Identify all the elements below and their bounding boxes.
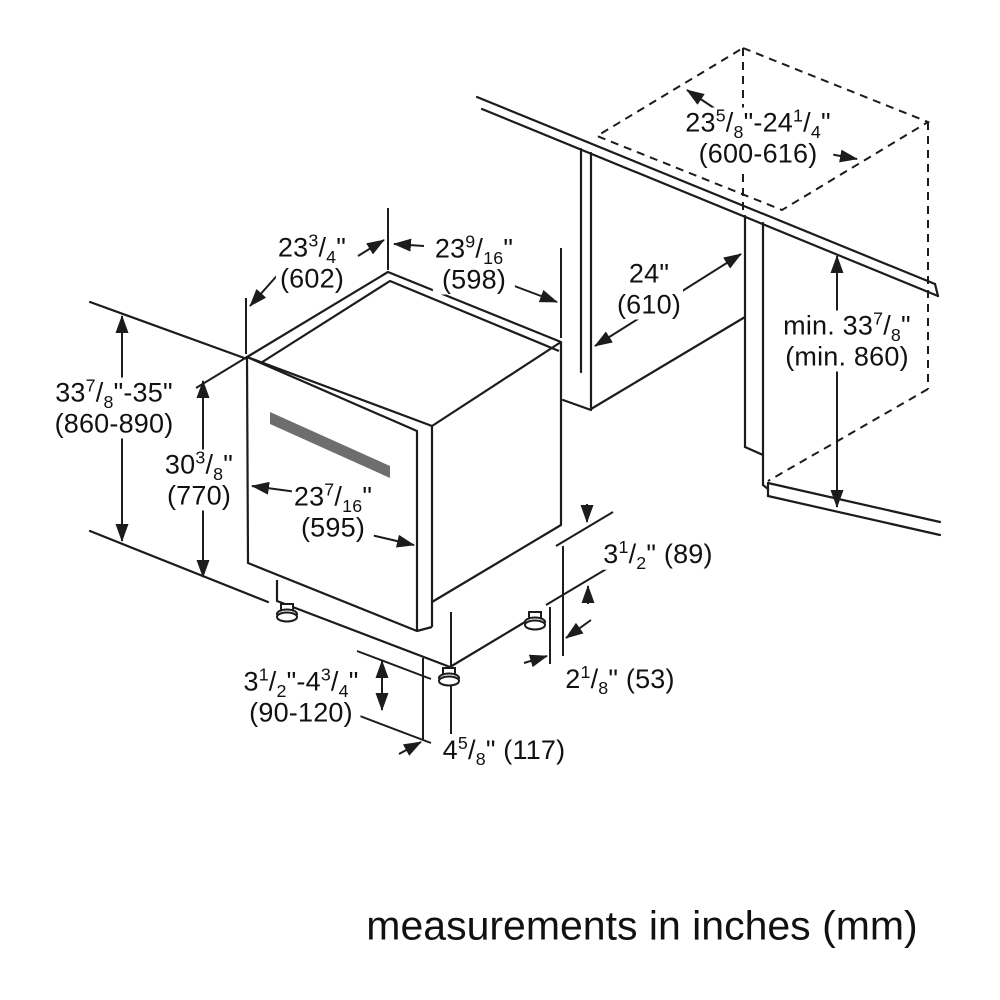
door-handle	[270, 412, 390, 478]
foot-front-right	[438, 667, 460, 687]
label-foot-depth: 45/8" (117)	[440, 732, 568, 770]
dim-top-width-right-b	[508, 283, 558, 303]
dim-top-width-right-a	[393, 238, 425, 252]
opening-top-outline	[594, 46, 931, 212]
label-opening-depth: 24" (610)	[614, 258, 684, 320]
dishwasher-top-lip	[255, 279, 560, 367]
foot-front-left	[276, 603, 298, 623]
countertop	[475, 95, 940, 298]
kitchen-structure	[88, 95, 942, 604]
dim-door-width-b	[370, 534, 415, 548]
foot-side-right	[524, 611, 546, 631]
label-counter-height: 337/8"-35" (860-890)	[52, 375, 176, 439]
dimension-lines	[115, 89, 858, 763]
label-top-width-right: 239/16" (598)	[432, 231, 516, 295]
label-dishwasher-height: 303/8" (770)	[162, 447, 236, 511]
dishwasher-base	[275, 580, 541, 669]
label-top-width-left: 233/4" (602)	[275, 230, 349, 294]
label-side-clearance: 31/2" (89)	[601, 536, 715, 574]
dishwasher	[245, 270, 563, 669]
dim-foot-offset-a	[565, 619, 592, 639]
right-floor-base	[761, 481, 942, 537]
left-floor-line	[88, 529, 270, 604]
label-door-width: 237/16" (595)	[291, 479, 375, 543]
dim-top-width-left-b	[357, 239, 385, 257]
dim-foot-offset-b	[523, 654, 548, 668]
label-foot-offset: 21/8" (53)	[563, 661, 677, 699]
dim-foot-depth-a	[398, 741, 422, 756]
left-counter-line	[88, 300, 249, 361]
cabinet-right-panel	[743, 214, 765, 487]
dim-opening-width-a	[686, 89, 715, 109]
label-counter-opening-width: 235/8"-241/4" (600-616)	[683, 105, 833, 169]
dishwasher-side-face	[431, 342, 563, 603]
dishwasher-door-edge	[416, 426, 434, 633]
dim-door-width-a	[251, 481, 298, 495]
units-caption: measurements in inches (mm)	[366, 902, 918, 950]
label-min-height: min. 337/8" (min. 860)	[781, 308, 913, 372]
label-toe-kick-height: 31/2"-43/4" (90-120)	[241, 664, 361, 728]
leveling-feet	[276, 603, 546, 687]
